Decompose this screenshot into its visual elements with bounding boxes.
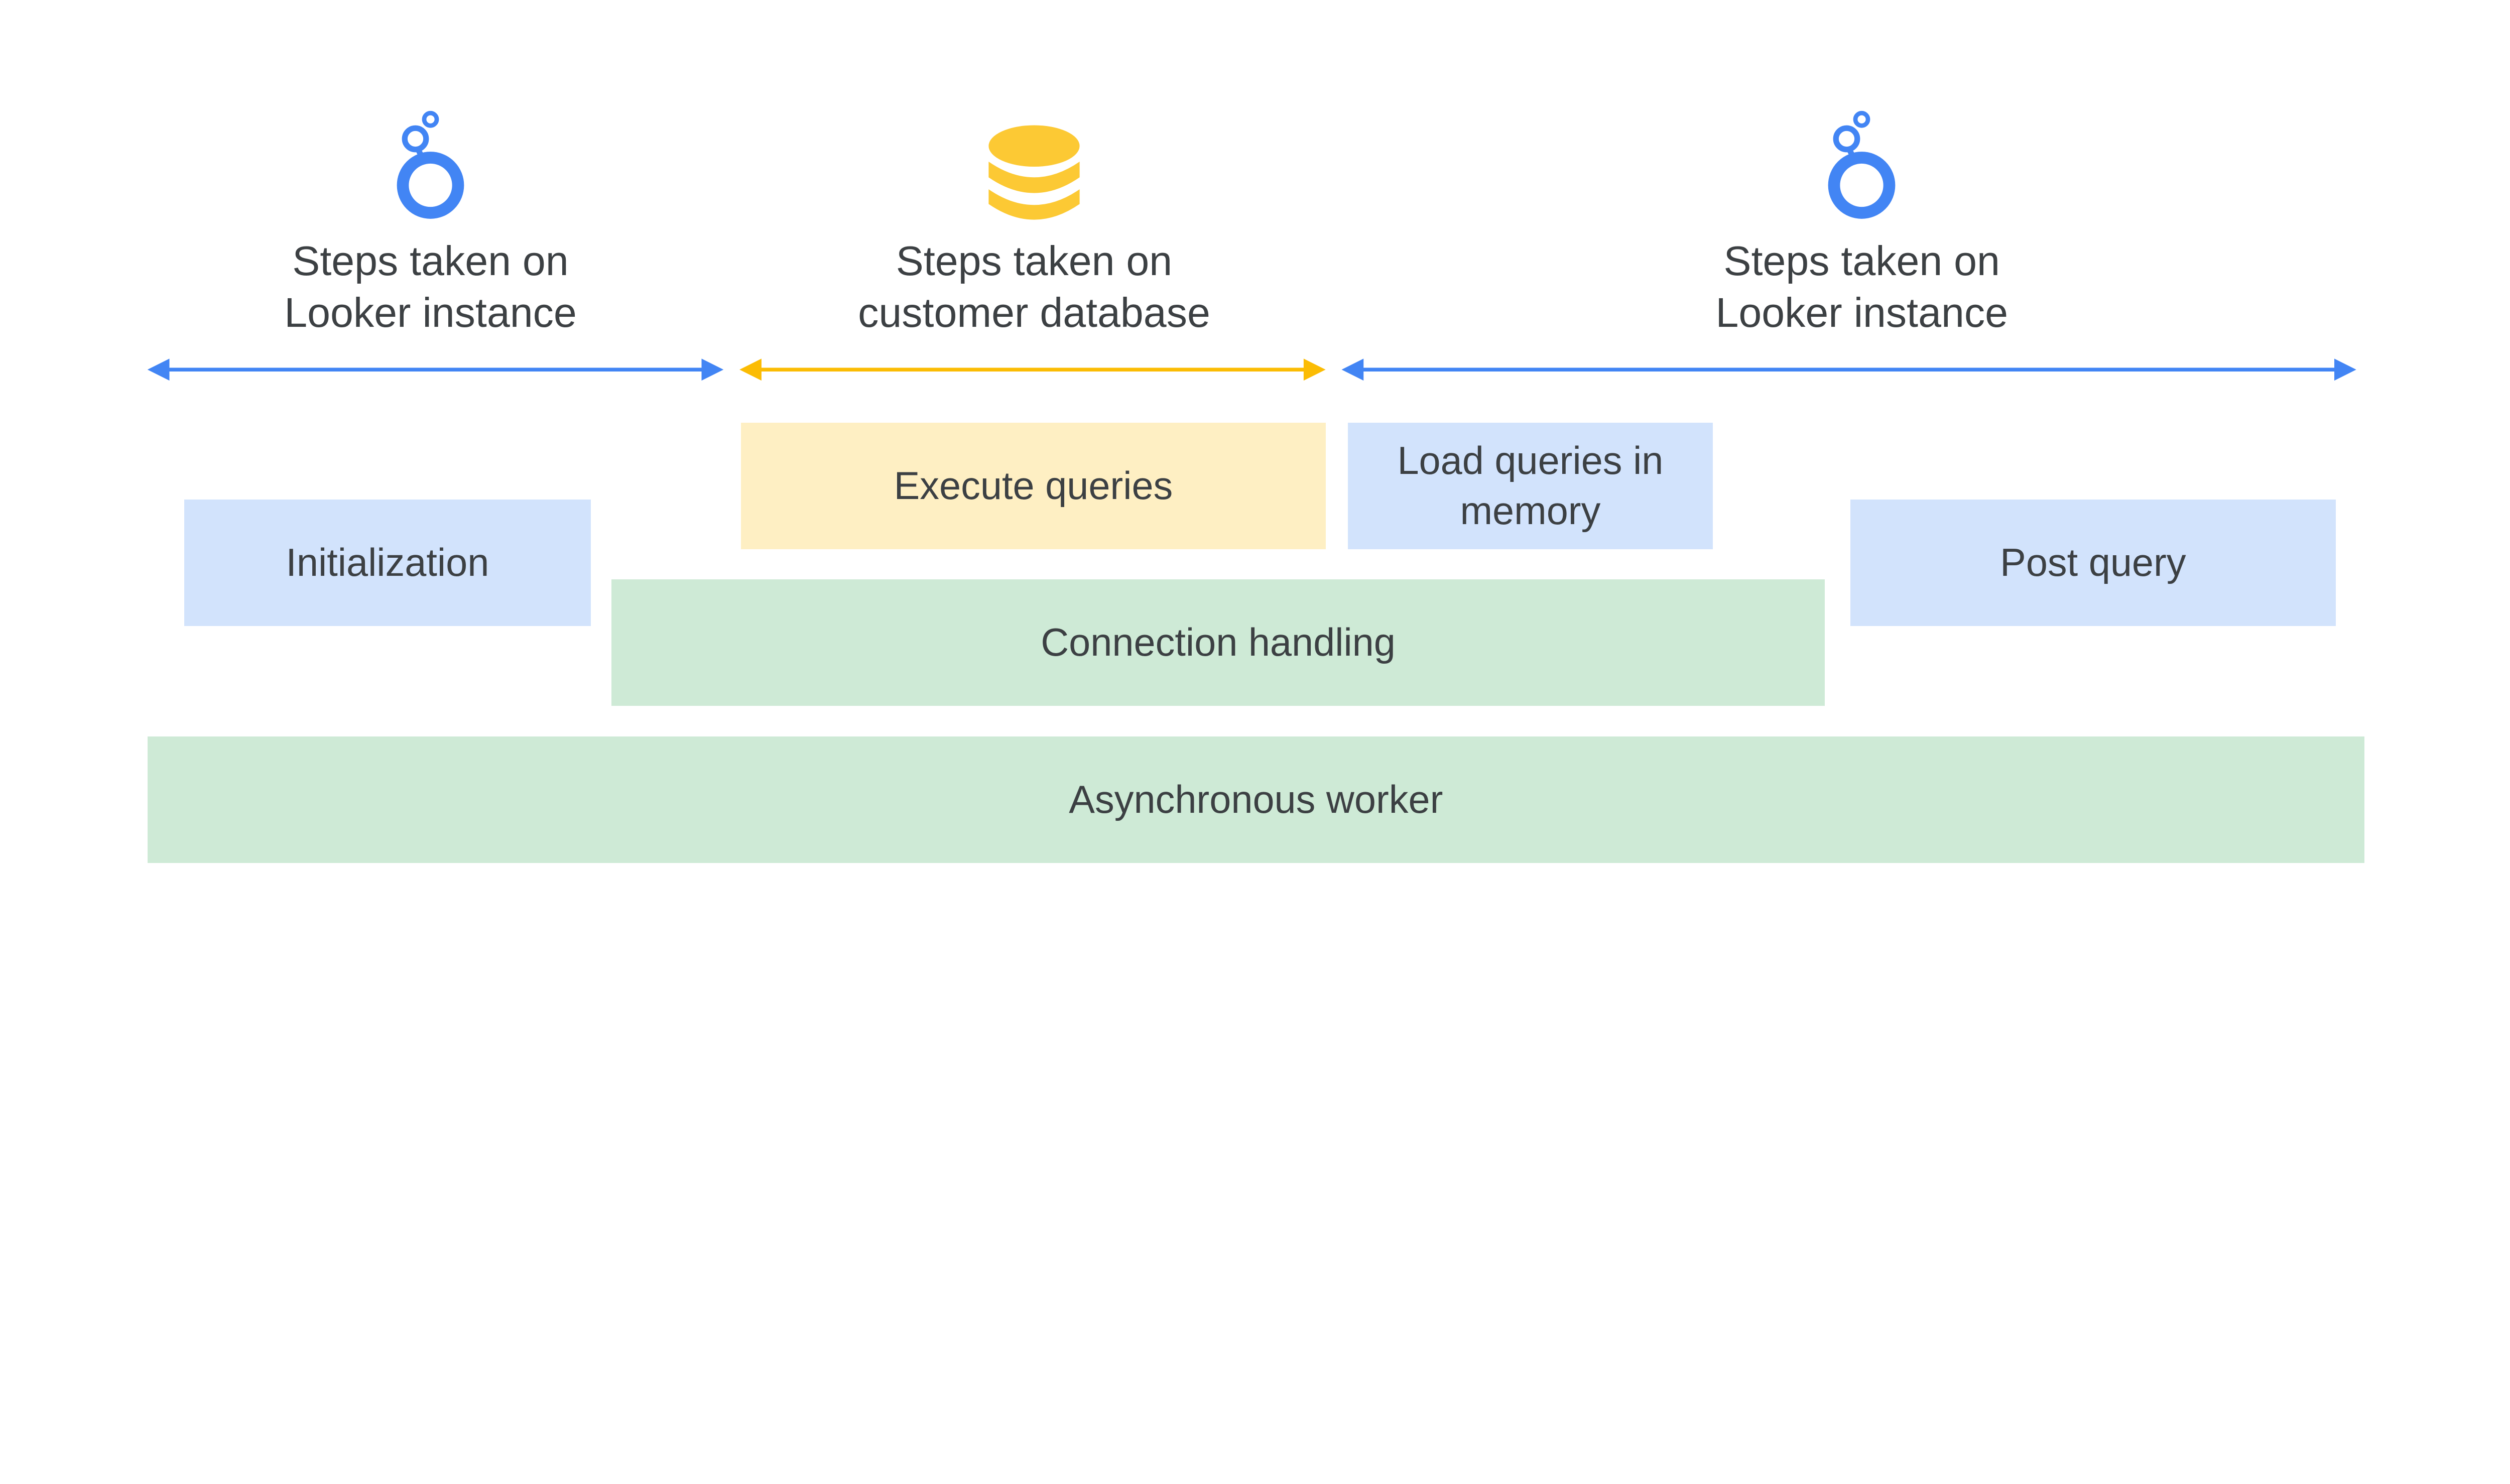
double-arrow-looker-right — [1341, 358, 2356, 381]
double-arrow-looker-left — [147, 358, 724, 381]
section-heading-database: Steps taken on customer database — [815, 235, 1254, 339]
box-label: Initialization — [286, 541, 489, 584]
database-icon — [988, 125, 1080, 220]
box-label: Asynchronous worker — [1069, 778, 1443, 821]
post-query-box: Post query — [1850, 500, 2336, 626]
section-heading-looker-right: Steps taken on Looker instance — [1642, 235, 2081, 339]
box-label: Connection handling — [1041, 621, 1396, 665]
section-heading-looker-left: Steps taken on Looker instance — [211, 235, 650, 339]
span-arrows — [147, 358, 2356, 381]
heading-line: Steps taken on — [1723, 237, 2000, 284]
heading-line: Steps taken on — [292, 237, 569, 284]
heading-line: customer database — [858, 289, 1210, 336]
execute-queries-box: Execute queries — [741, 422, 1326, 549]
initialization-box: Initialization — [184, 500, 591, 626]
heading-line: Looker instance — [284, 289, 577, 336]
heading-line: Steps taken on — [896, 237, 1173, 284]
box-label: Execute queries — [894, 464, 1173, 508]
double-arrow-database — [739, 358, 1326, 381]
asynchronous-worker-box: Asynchronous worker — [147, 736, 2364, 863]
looker-logo-icon — [397, 110, 464, 219]
box-label: Post query — [2000, 541, 2186, 584]
looker-logo-icon — [1828, 110, 1896, 219]
connection-handling-box: Connection handling — [611, 579, 1825, 706]
heading-line: Looker instance — [1715, 289, 2008, 336]
box-label: Load queries in memory — [1397, 439, 1664, 533]
load-queries-box: Load queries in memory — [1348, 422, 1713, 549]
